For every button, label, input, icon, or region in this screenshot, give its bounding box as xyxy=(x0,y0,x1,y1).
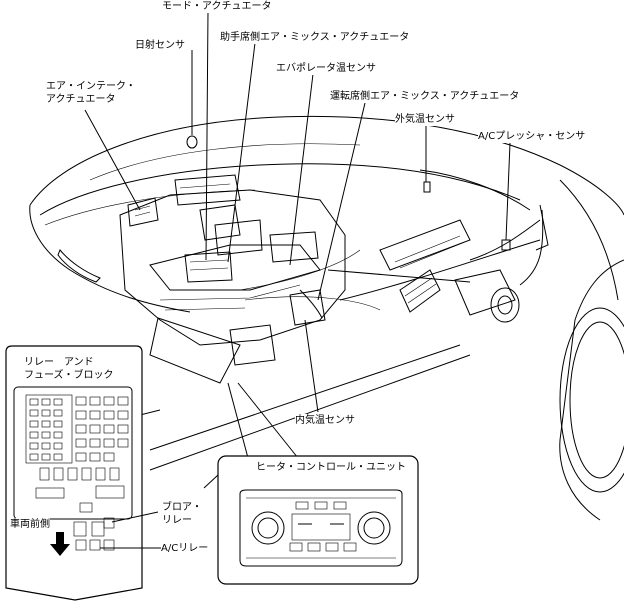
hose xyxy=(519,209,544,286)
compressor-part xyxy=(454,269,520,323)
label-air-intake-actuator: エア・インテーク・ アクチュエータ xyxy=(46,81,136,105)
heater-control-panel xyxy=(217,455,419,585)
glovebox-area xyxy=(149,317,241,384)
label-ac-pressure-sensor: A/Cプレッシャ・センサ xyxy=(478,130,586,143)
ambient-sensor-part xyxy=(423,181,431,193)
label-sun-sensor: 日射センサ xyxy=(135,39,185,52)
label-mode-actuator: モード・アクチュエータ xyxy=(162,0,272,13)
arrow-down-icon xyxy=(50,532,70,556)
label-relay-fuse-block: リレー アンド フューズ・ブロック xyxy=(24,357,114,381)
label-blower-relay: ブロア・ リレー xyxy=(162,502,202,526)
label-cabin-temp-sensor: 内気温センサ xyxy=(295,414,355,427)
label-driver-mix-actuator: 運転席側エア・ミックス・アクチュエータ xyxy=(330,90,520,103)
label-ac-relay: A/Cリレー xyxy=(161,542,209,555)
label-passenger-mix-actuator: 助手席側エア・ミックス・アクチュエータ xyxy=(220,31,410,44)
label-heater-control-unit: ヒータ・コントロール・ユニット xyxy=(256,461,406,474)
leader-lines xyxy=(84,9,511,489)
wire xyxy=(327,269,471,283)
label-vehicle-front: 車両前側 xyxy=(10,518,50,531)
relay-fuse-panel xyxy=(5,345,170,601)
label-ambient-temp-sensor: 外気温センサ xyxy=(395,113,455,126)
sun-sensor-part xyxy=(186,135,198,149)
label-evaporator-temp-sensor: エバポレータ温センサ xyxy=(276,62,376,75)
